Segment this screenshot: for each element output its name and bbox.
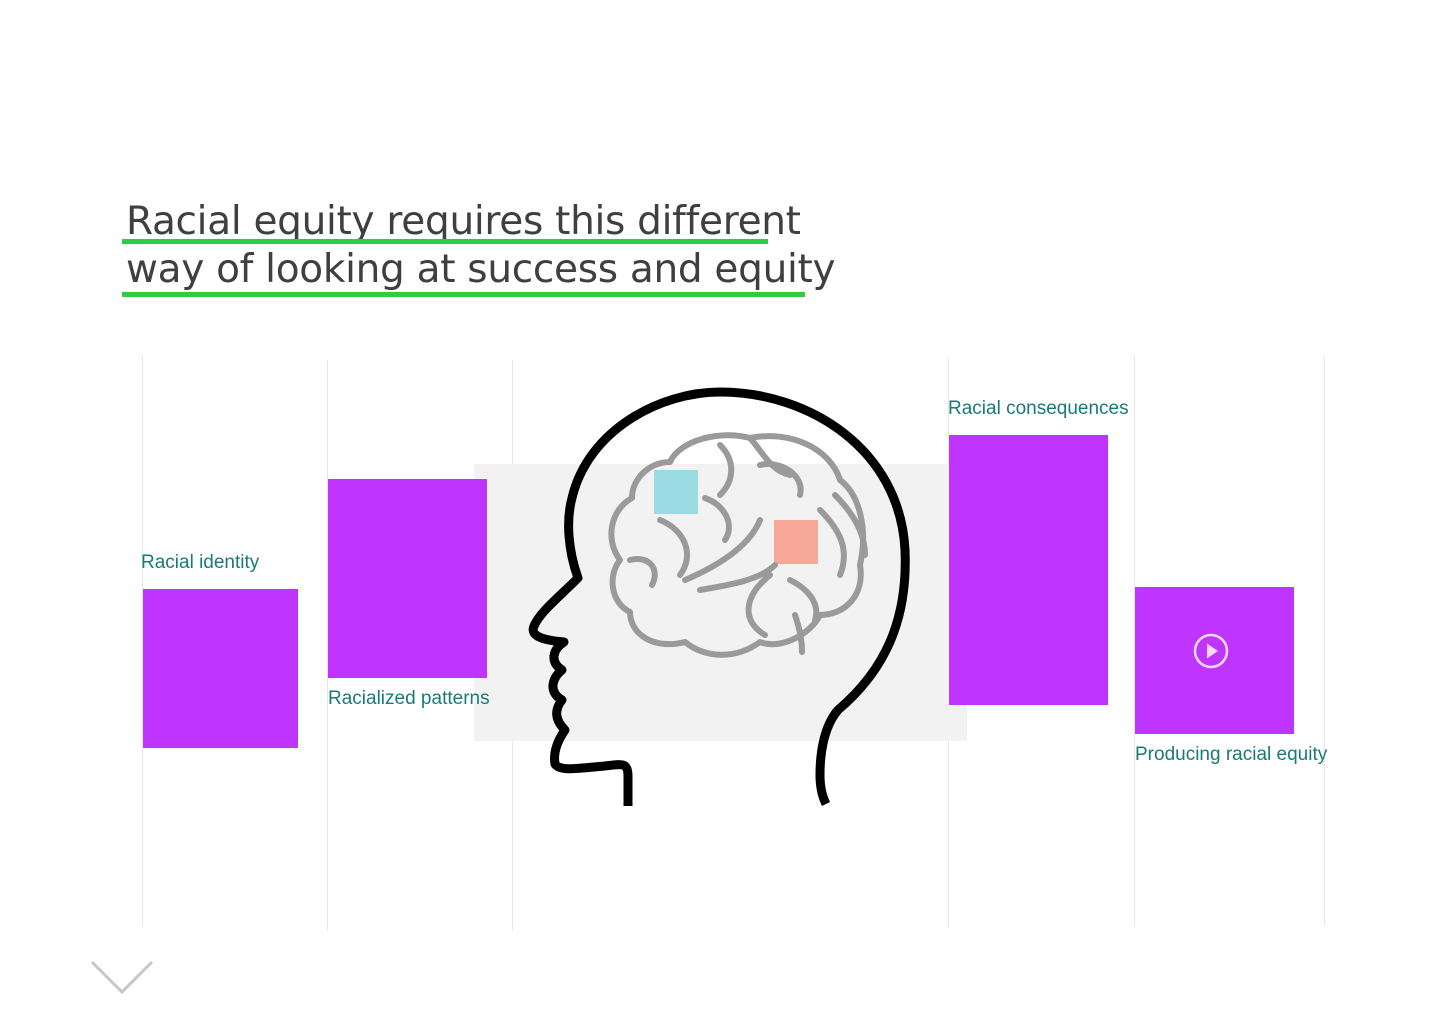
headline-line-1: Racial equity requires this different — [126, 199, 801, 244]
brain-outline — [608, 432, 868, 658]
producing-racial-equity-block[interactable] — [1135, 587, 1294, 734]
column-divider — [327, 360, 328, 930]
racial-identity-label: Racial identity — [141, 552, 260, 573]
racial-identity-block[interactable] — [143, 589, 298, 748]
brain-highlight-salmon — [774, 520, 818, 564]
chevron-down-icon[interactable] — [88, 958, 156, 998]
column-divider — [1324, 356, 1325, 926]
column-divider — [142, 356, 143, 926]
brain-highlight-cyan — [654, 470, 698, 514]
head-with-brain-icon — [528, 387, 910, 807]
racialized-patterns-label: Racialized patterns — [328, 688, 490, 709]
play-circle-icon[interactable] — [1193, 633, 1229, 669]
headline-line-2: way of looking at success and equity — [126, 247, 836, 292]
column-divider — [1134, 356, 1135, 926]
racialized-patterns-block[interactable] — [328, 479, 487, 678]
head-silhouette — [528, 387, 910, 807]
racial-consequences-block[interactable] — [949, 435, 1108, 705]
page-headline: Racial equity requires this different wa… — [126, 198, 836, 294]
headline-underline-2 — [122, 292, 805, 297]
racial-consequences-label: Racial consequences — [948, 398, 1129, 419]
producing-racial-equity-label: Producing racial equity — [1135, 744, 1328, 765]
headline-underline-1 — [122, 239, 768, 244]
